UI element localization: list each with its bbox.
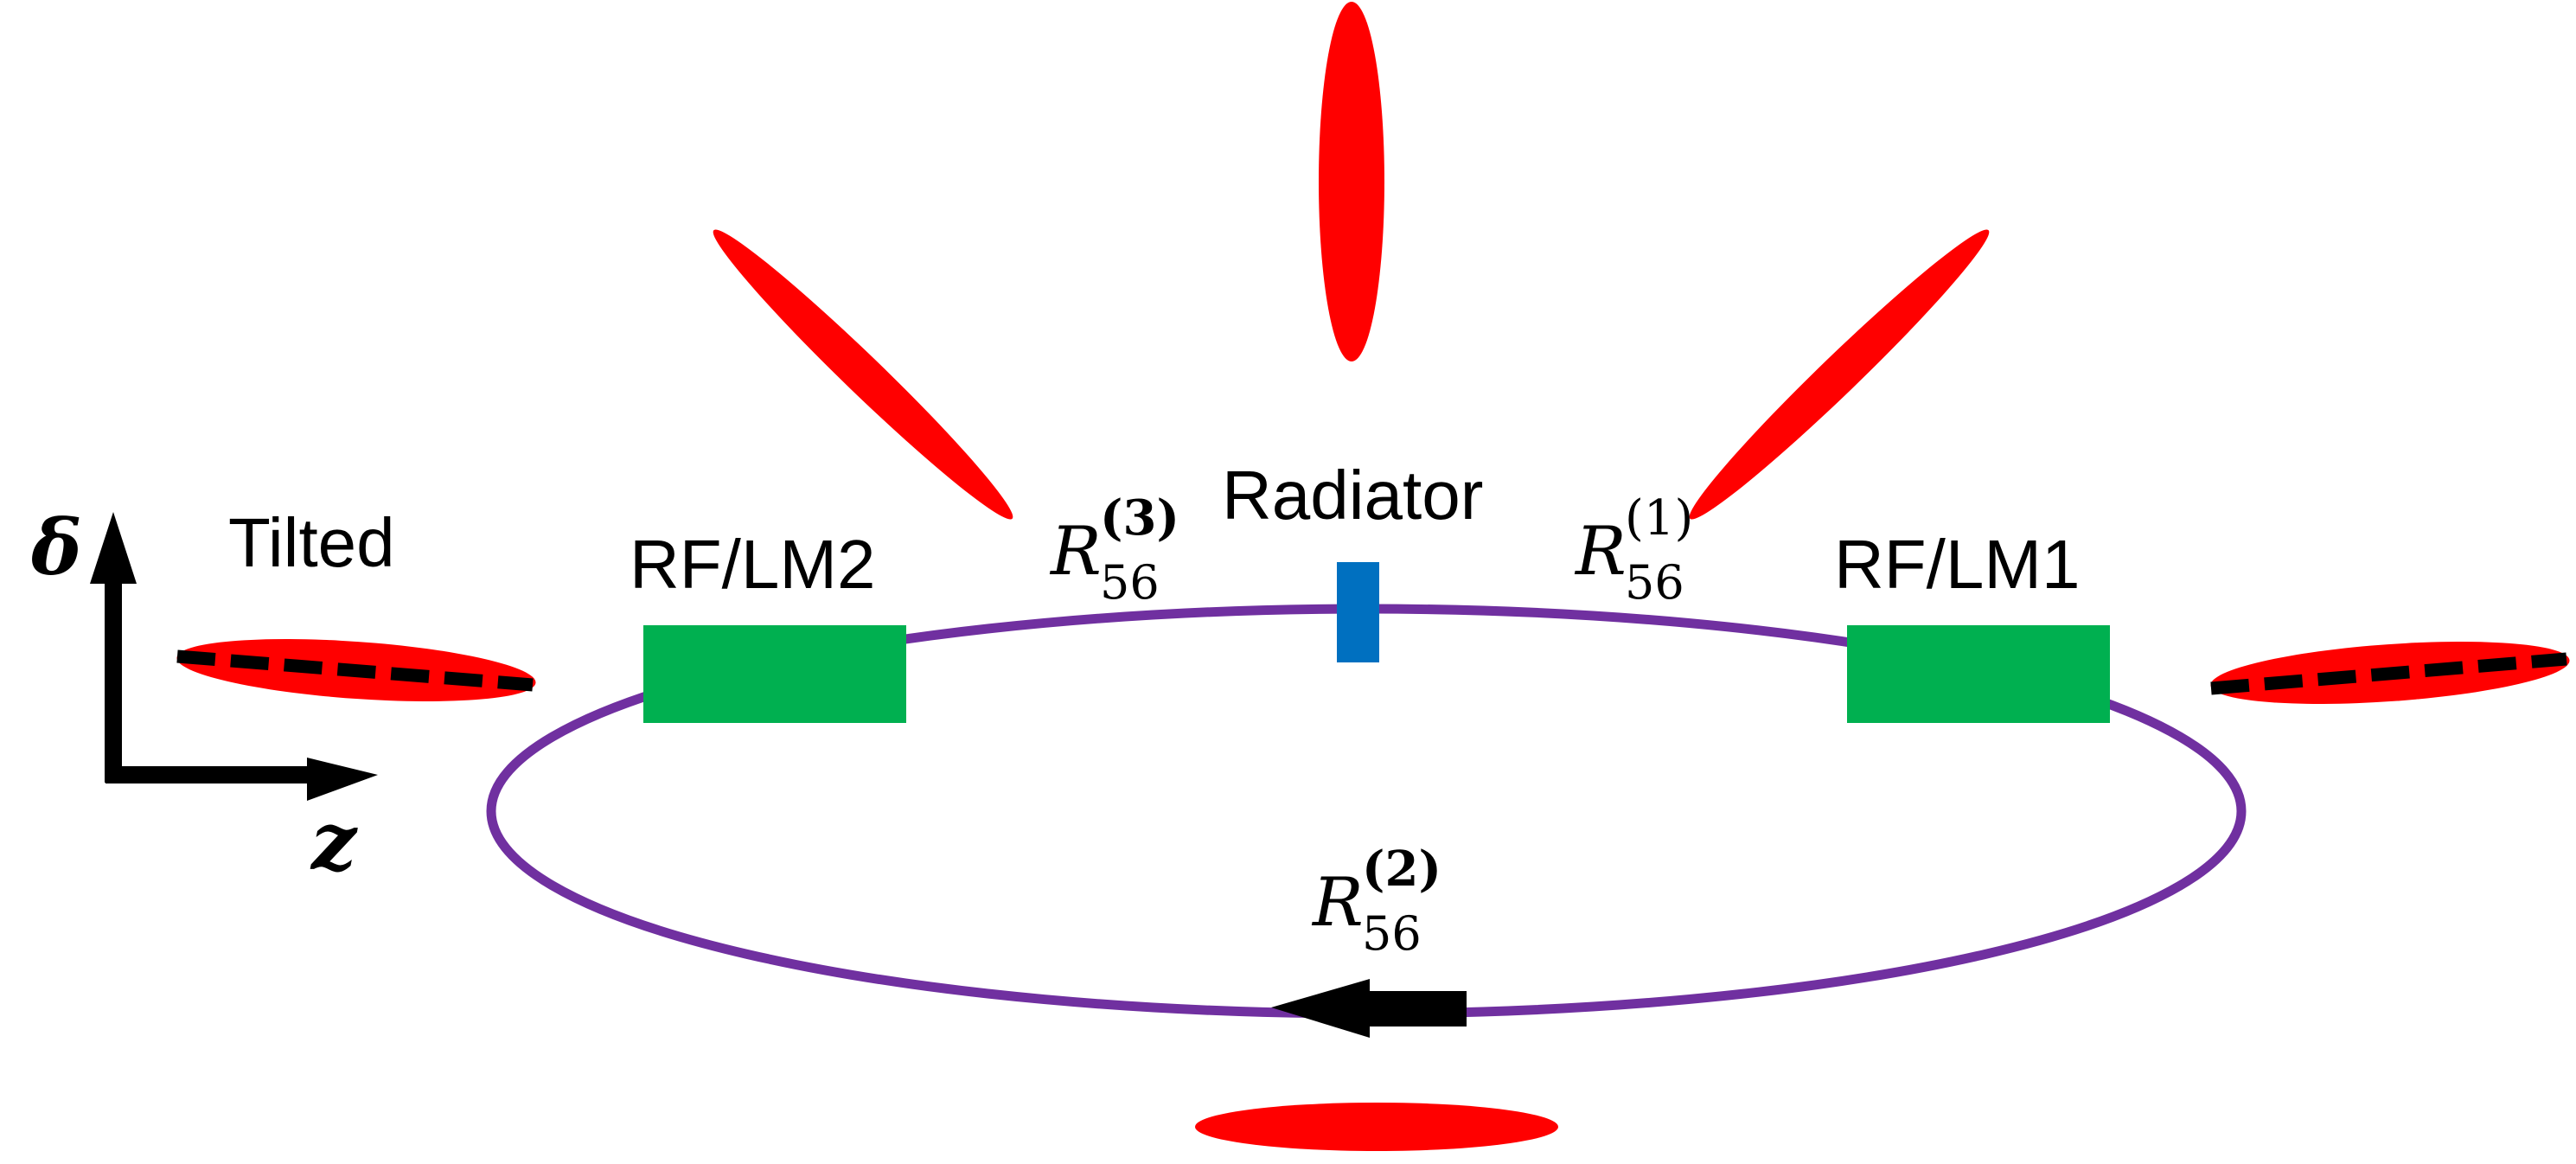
bunch-upper-left xyxy=(713,229,1013,520)
tilted-label: Tilted xyxy=(228,504,395,581)
bunch-bottom xyxy=(1195,1103,1558,1151)
bunch-upper-right xyxy=(1689,229,1990,520)
rf-lm1-label: RF/LM1 xyxy=(1834,526,2081,603)
tilted-dashed-line-left xyxy=(176,649,534,692)
rf-lm2-label: RF/LM2 xyxy=(630,526,876,603)
axis-label-delta: δ xyxy=(30,502,82,592)
up-arrow-icon xyxy=(90,512,137,584)
rf-lm1-box xyxy=(1847,625,2110,723)
axes xyxy=(90,512,378,801)
svg-text:(3): (3) xyxy=(1100,489,1179,547)
rf-lm2-box xyxy=(643,625,906,723)
r56-label-2: R 56 (2) xyxy=(1311,841,1441,961)
left-arrow-icon xyxy=(1271,979,1467,1038)
svg-text:R: R xyxy=(1311,864,1364,942)
svg-text:R: R xyxy=(1574,513,1627,591)
bunch-top xyxy=(1319,2,1384,361)
svg-text:56: 56 xyxy=(1100,555,1160,610)
axis-label-z: z xyxy=(310,795,358,888)
svg-text:R: R xyxy=(1049,513,1102,591)
svg-text:(1): (1) xyxy=(1625,490,1693,547)
tilted-dashed-line-right xyxy=(2210,652,2567,695)
svg-text:(2): (2) xyxy=(1362,841,1441,898)
svg-text:56: 56 xyxy=(1625,555,1684,610)
radiator-box xyxy=(1337,562,1379,662)
svg-text:56: 56 xyxy=(1362,906,1422,961)
radiator-label: Radiator xyxy=(1222,457,1483,534)
r56-label-1: R 56 (1) xyxy=(1574,490,1693,610)
right-arrow-icon xyxy=(307,758,378,801)
r56-label-3: R 56 (3) xyxy=(1049,489,1179,610)
